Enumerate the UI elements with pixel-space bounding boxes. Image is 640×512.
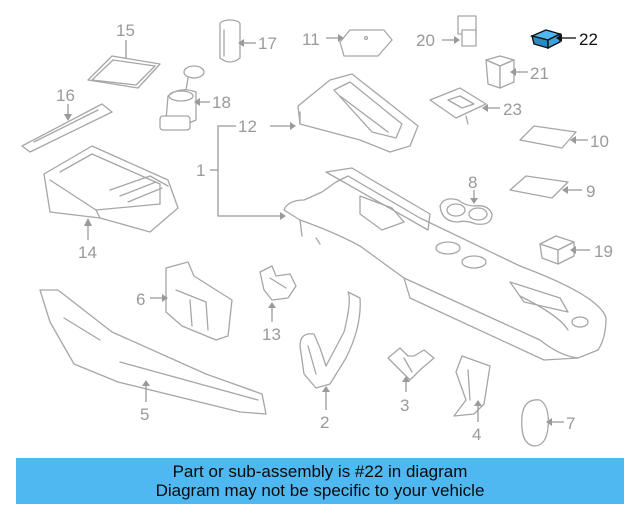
- banner-line-2: Diagram may not be specific to your vehi…: [155, 481, 485, 500]
- callout-5: 5: [140, 405, 149, 424]
- callout-9: 9: [586, 182, 595, 201]
- part-4-bracket: [453, 355, 491, 417]
- part-6-side-panel: [165, 261, 233, 341]
- part-10-pad: [519, 125, 577, 149]
- part-5-long-side-panel: [39, 289, 267, 415]
- part-19-switch: [539, 235, 575, 265]
- callout-6: 6: [136, 290, 145, 309]
- callout-17: 17: [258, 34, 277, 53]
- callout-19: 19: [594, 242, 613, 261]
- part-23-bracket: [429, 87, 487, 125]
- callout-20: 20: [416, 31, 435, 50]
- callout-7: 7: [566, 414, 575, 433]
- callout-15: 15: [116, 21, 135, 40]
- part-17-socket: [219, 19, 241, 63]
- callout-18: 18: [212, 93, 231, 112]
- part-16-trim-strip: [21, 103, 113, 153]
- part-21-block: [485, 55, 515, 89]
- part-8-cup-mat: [439, 198, 493, 225]
- callout-23: 23: [503, 100, 522, 119]
- callout-14: 14: [78, 243, 97, 262]
- callout-1: 1: [196, 161, 205, 180]
- part-7-oval-cover: [521, 399, 549, 447]
- part-12-upper-console: [297, 73, 419, 153]
- part-18-socket-assembly: [159, 65, 205, 131]
- callout-11: 11: [302, 30, 320, 49]
- part-9-pad: [509, 175, 569, 199]
- part-14-storage-tray: [43, 145, 179, 233]
- callout-13: 13: [262, 325, 281, 344]
- part-11-pad: [339, 29, 393, 57]
- callout-3: 3: [400, 396, 409, 415]
- callout-16: 16: [56, 86, 75, 105]
- callout-4: 4: [472, 425, 481, 444]
- callout-22: 22: [579, 30, 598, 49]
- part-3-bracket: [387, 347, 435, 381]
- part-13-clip: [259, 265, 297, 301]
- part-2-curved-panel: [299, 291, 361, 389]
- part-20-clip: [457, 15, 477, 47]
- part-1-console-assembly: [283, 167, 607, 361]
- banner-line-1: Part or sub-assembly is #22 in diagram: [172, 462, 468, 481]
- callout-2: 2: [320, 413, 329, 432]
- part-15-mat: [87, 55, 161, 89]
- callout-10: 10: [590, 132, 609, 151]
- part-22-cap: [529, 29, 562, 50]
- callout-12: 12: [238, 117, 257, 136]
- callout-21: 21: [530, 64, 549, 83]
- callout-8: 8: [468, 173, 477, 192]
- info-banner: Part or sub-assembly is #22 in diagram D…: [16, 458, 624, 504]
